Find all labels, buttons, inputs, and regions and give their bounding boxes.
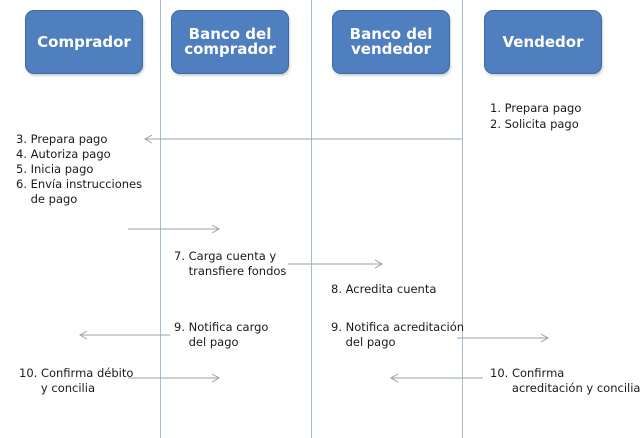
- actor-vendedor: Vendedor: [484, 10, 602, 74]
- step-7-carga-cuenta: 7. Carga cuenta y transfiere fondos: [174, 249, 287, 278]
- step-4-autoriza-pago: 4. Autoriza pago: [16, 147, 111, 161]
- lane-line-banco-vendedor-vendedor: [462, 0, 463, 438]
- arrow-solicita-pago: [143, 134, 462, 144]
- actor-comprador: Comprador: [25, 10, 143, 74]
- step-6-envia-instrucciones: 6. Envía instrucciones de pago: [16, 177, 143, 206]
- step-5-inicia-pago: 5. Inicia pago: [16, 162, 94, 176]
- arrow-confirma-acreditacion: [389, 373, 483, 383]
- actor-banco-del-comprador: Banco del comprador: [171, 10, 289, 74]
- step-9-notifica-acreditacion: 9. Notifica acreditación del pago: [331, 320, 465, 349]
- arrow-transfiere-fondos: [288, 259, 384, 269]
- step-10-confirma-debito: 10. Confirma débito y concilia: [19, 366, 134, 395]
- step-10-confirma-acreditacion: 10. Confirma acreditación y concilia: [490, 366, 640, 395]
- step-8-acredita-cuenta: 8. Acredita cuenta: [331, 282, 437, 296]
- step-3-prepara-pago: 3. Prepara pago: [16, 132, 108, 146]
- step-9-notifica-cargo: 9. Notifica cargo del pago: [174, 320, 269, 349]
- arrow-notifica-acreditacion: [457, 333, 550, 343]
- arrow-instrucciones-pago: [128, 224, 221, 234]
- arrow-notifica-cargo: [78, 330, 170, 340]
- arrow-confirma-debito: [128, 373, 221, 383]
- step-1-prepara-pago: 1. Prepara pago: [490, 101, 582, 115]
- lane-line-banco-comprador-banco-vendedor: [311, 0, 312, 438]
- actor-banco-del-vendedor: Banco del vendedor: [332, 10, 450, 74]
- step-2-solicita-pago: 2. Solicita pago: [490, 117, 579, 131]
- lane-line-comprador-banco-comprador: [160, 0, 161, 438]
